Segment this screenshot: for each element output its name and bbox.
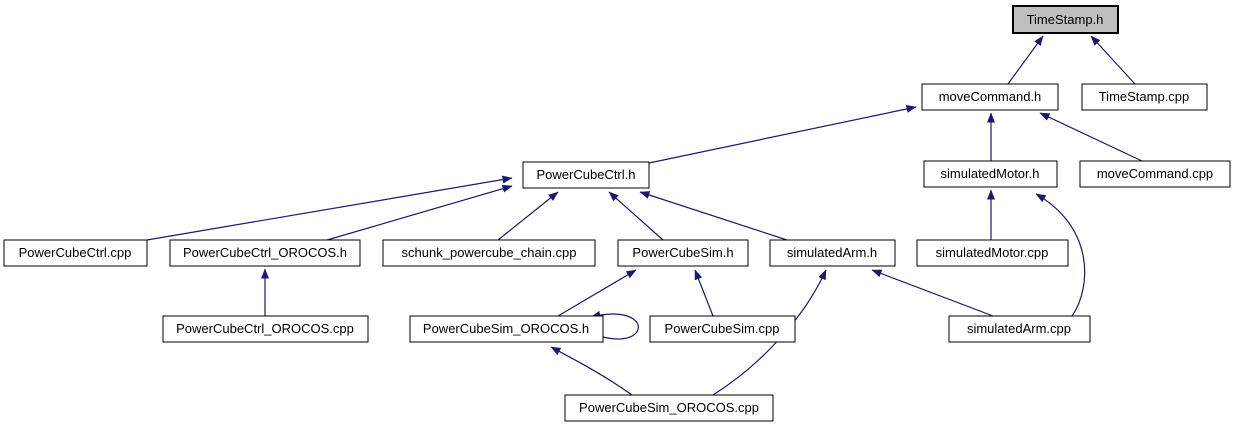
svg-text:PowerCubeSim.cpp: PowerCubeSim.cpp: [665, 321, 780, 336]
edge-simulatedArm.h-to-PowerCubeCtrl.h: [639, 191, 788, 241]
svg-text:PowerCubeSim_OROCOS.cpp: PowerCubeSim_OROCOS.cpp: [579, 400, 759, 415]
svg-text:PowerCubeSim_OROCOS.h: PowerCubeSim_OROCOS.h: [423, 321, 589, 336]
node-schunk-powercube-chain-cpp[interactable]: schunk_powercube_chain.cpp: [382, 239, 596, 267]
node-layer: TimeStamp.h moveCommand.h TimeStamp.cpp …: [3, 5, 1231, 422]
svg-text:moveCommand.h: moveCommand.h: [939, 89, 1042, 104]
edge-PowerCubeSim_OROCOS.h-self-loop: [590, 310, 639, 340]
node-powercubectrl-cpp[interactable]: PowerCubeCtrl.cpp: [3, 239, 148, 267]
node-movecommand-h[interactable]: moveCommand.h: [921, 83, 1059, 111]
node-powercubectrl-orocos-cpp[interactable]: PowerCubeCtrl_OROCOS.cpp: [162, 315, 369, 343]
edge-simulatedArm.cpp-to-simulatedArm.h: [871, 269, 994, 317]
edge-PowerCubeCtrl.h-to-moveCommand.h: [648, 105, 917, 164]
svg-text:PowerCubeCtrl_OROCOS.cpp: PowerCubeCtrl_OROCOS.cpp: [176, 321, 354, 336]
svg-text:PowerCubeCtrl_OROCOS.h: PowerCubeCtrl_OROCOS.h: [183, 245, 347, 260]
edge-schunk_powercube_chain.cpp-to-PowerCubeCtrl.h: [497, 191, 559, 241]
edge-PowerCubeSim_OROCOS.cpp-to-PowerCubeSim_OROCOS.h: [550, 346, 633, 396]
svg-text:moveCommand.cpp: moveCommand.cpp: [1097, 166, 1213, 181]
node-powercubesim-h[interactable]: PowerCubeSim.h: [617, 239, 749, 267]
node-simulatedmotor-cpp[interactable]: simulatedMotor.cpp: [916, 239, 1069, 267]
svg-text:TimeStamp.cpp: TimeStamp.cpp: [1099, 89, 1190, 104]
node-simulatedarm-cpp[interactable]: simulatedArm.cpp: [948, 315, 1091, 343]
edge-PowerCubeSim_OROCOS.h-to-PowerCubeSim.h: [557, 269, 637, 317]
svg-text:PowerCubeSim.h: PowerCubeSim.h: [632, 245, 733, 260]
svg-text:simulatedMotor.h: simulatedMotor.h: [941, 166, 1040, 181]
edge-PowerCubeSim.h-to-PowerCubeCtrl.h: [608, 191, 664, 241]
edge-TimeStamp.cpp-to-TimeStamp.h: [1090, 35, 1136, 85]
node-simulatedmotor-h[interactable]: simulatedMotor.h: [923, 160, 1058, 188]
edge-moveCommand.cpp-to-moveCommand.h: [1039, 112, 1143, 162]
svg-text:TimeStamp.h: TimeStamp.h: [1027, 12, 1104, 27]
edge-PowerCubeSim.cpp-to-PowerCubeSim.h: [694, 269, 714, 317]
svg-text:PowerCubeCtrl.h: PowerCubeCtrl.h: [537, 167, 636, 182]
node-powercubesim-orocos-h[interactable]: PowerCubeSim_OROCOS.h: [409, 315, 604, 343]
node-powercubesim-cpp[interactable]: PowerCubeSim.cpp: [649, 315, 796, 343]
edge-moveCommand.h-to-TimeStamp.h: [1007, 35, 1044, 85]
node-timestamp-cpp[interactable]: TimeStamp.cpp: [1081, 83, 1208, 111]
svg-text:simulatedMotor.cpp: simulatedMotor.cpp: [936, 245, 1049, 260]
node-simulatedarm-h[interactable]: simulatedArm.h: [769, 239, 896, 267]
svg-text:PowerCubeCtrl.cpp: PowerCubeCtrl.cpp: [19, 245, 132, 260]
node-powercubectrl-h[interactable]: PowerCubeCtrl.h: [522, 161, 650, 189]
svg-text:simulatedArm.h: simulatedArm.h: [787, 245, 877, 260]
edge-simulatedArm.cpp-to-simulatedMotor.h: [1035, 193, 1086, 317]
edge-PowerCubeCtrl_OROCOS.h-to-PowerCubeCtrl.h: [326, 184, 513, 241]
node-powercubectrl-orocos-h[interactable]: PowerCubeCtrl_OROCOS.h: [169, 239, 361, 267]
svg-text:simulatedArm.cpp: simulatedArm.cpp: [967, 321, 1071, 336]
node-powercubesim-orocos-cpp[interactable]: PowerCubeSim_OROCOS.cpp: [564, 394, 774, 422]
svg-text:schunk_powercube_chain.cpp: schunk_powercube_chain.cpp: [402, 245, 577, 260]
node-movecommand-cpp[interactable]: moveCommand.cpp: [1079, 160, 1231, 188]
edge-PowerCubeCtrl.cpp-to-PowerCubeCtrl.h: [146, 175, 513, 241]
node-timestamp-h[interactable]: TimeStamp.h: [1012, 5, 1119, 34]
